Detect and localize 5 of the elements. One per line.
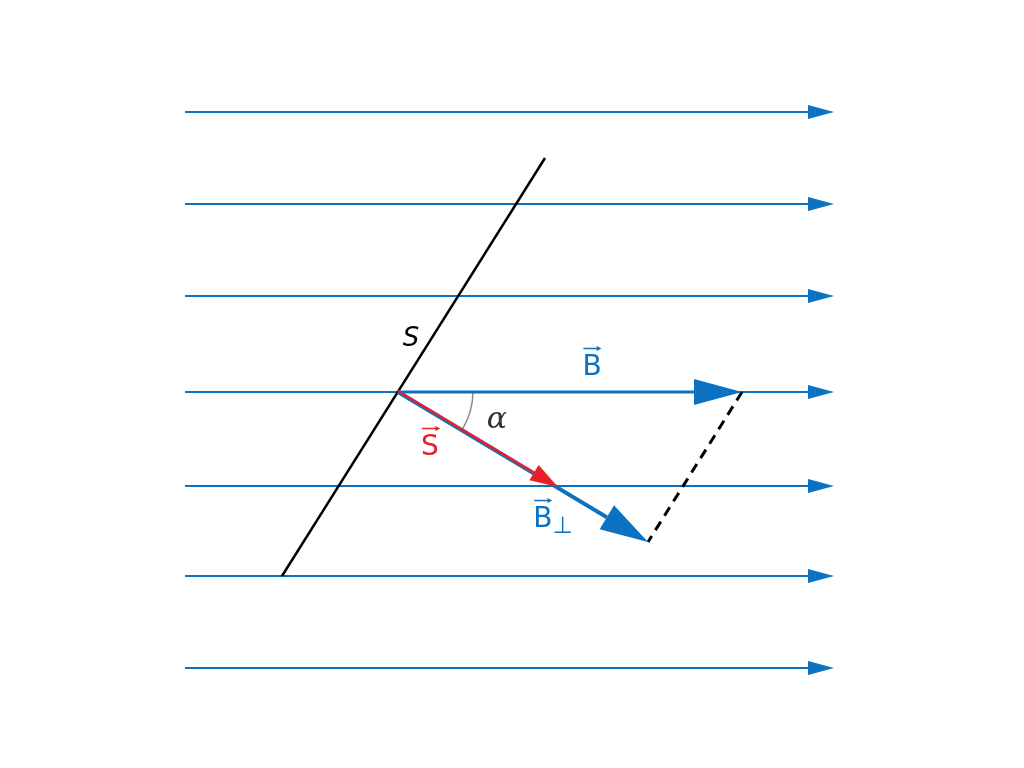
vector-label: B (582, 348, 602, 382)
angle-label: α (486, 400, 508, 435)
vector-label: B$_{⊥}$ (533, 500, 573, 534)
surface-label: S (402, 322, 420, 352)
vector-label: S (421, 428, 439, 462)
